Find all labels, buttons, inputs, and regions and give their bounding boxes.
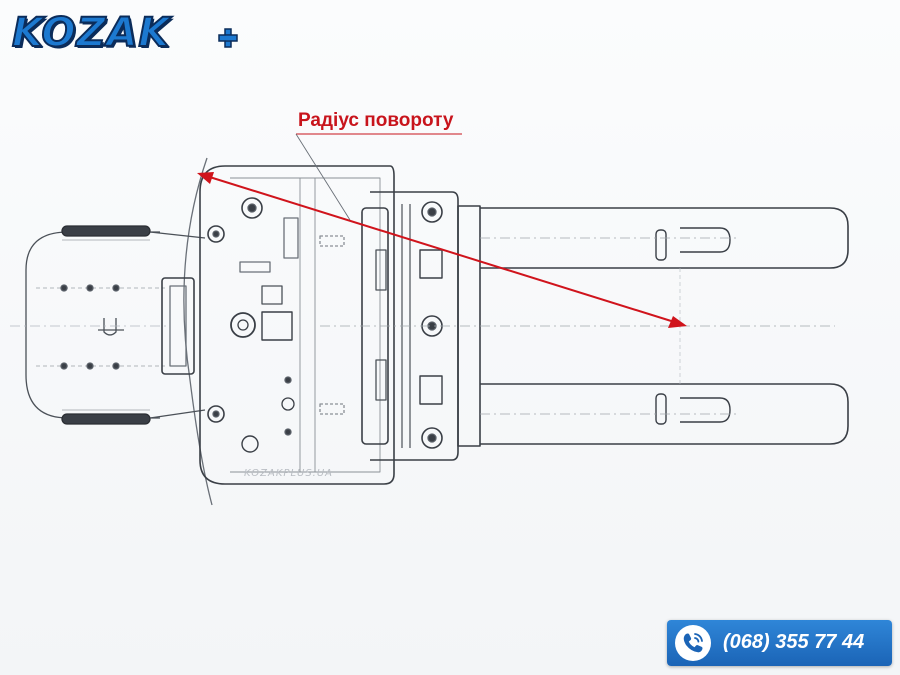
logo-plus-icon (218, 28, 238, 48)
tiller-arm (149, 231, 206, 419)
motor-body (199, 165, 395, 485)
turning-radius-label: Радіус повороту (298, 110, 454, 131)
radius-line (199, 173, 685, 326)
tiller-head (25, 231, 160, 419)
grip-top (61, 225, 151, 237)
turning-arc (183, 157, 213, 506)
site-watermark: KOZAKPLUS.UA (244, 468, 334, 479)
radius-arrowhead-left (197, 172, 214, 184)
logo-wordmark: KOZAK (11, 9, 171, 57)
leader-line (295, 133, 351, 221)
fork-left (480, 207, 849, 269)
phone-contact-button[interactable]: (068) 355 77 44 (667, 620, 892, 666)
fork-right (480, 383, 849, 445)
phone-icon (683, 633, 703, 653)
grip-bottom (61, 413, 151, 425)
phone-number: (068) 355 77 44 (723, 631, 865, 653)
phone-icon-circle (675, 625, 711, 661)
turning-radius-callout (197, 133, 687, 328)
radius-arrowhead-right (668, 316, 687, 328)
brand-logo[interactable]: KOZAK (11, 8, 238, 64)
tiller-inner (62, 239, 150, 411)
